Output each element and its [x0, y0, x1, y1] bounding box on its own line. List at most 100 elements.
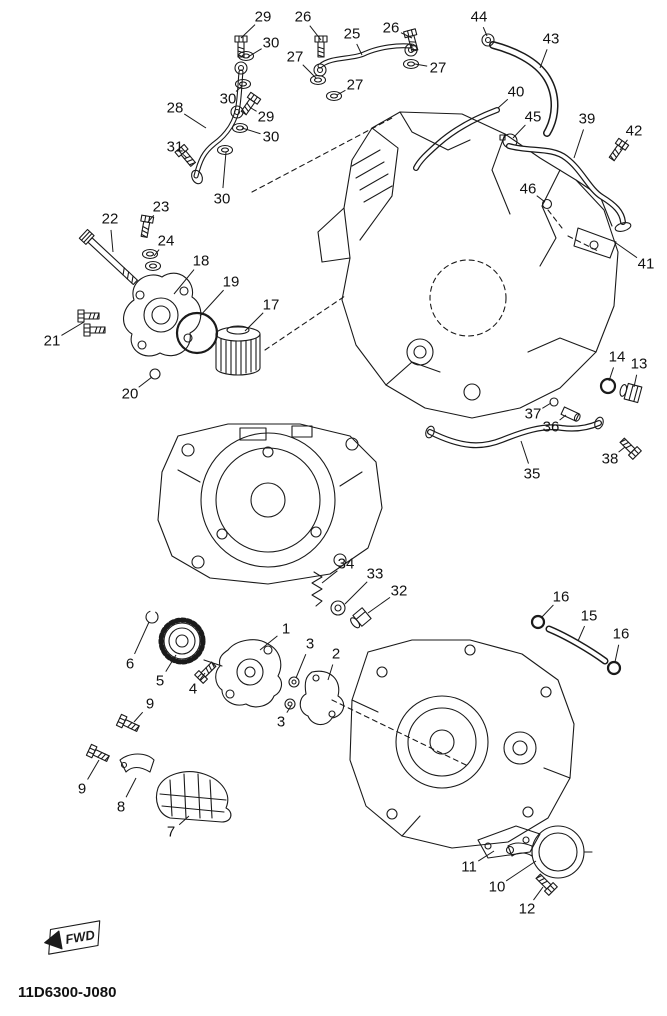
leader-line-40	[497, 98, 509, 109]
leader-line-43	[539, 49, 548, 69]
callout-label-32: 32	[390, 582, 408, 600]
breather-pipe-39	[506, 143, 632, 232]
callout-label-11: 11	[461, 858, 477, 876]
leader-line-5	[165, 654, 177, 672]
leader-line-30	[235, 85, 243, 92]
breather-pipe-40	[413, 107, 500, 171]
leader-line-13	[633, 374, 638, 388]
o-ring-46	[541, 198, 553, 210]
callout-label-37: 37	[524, 405, 542, 423]
leader-line-21	[61, 321, 85, 336]
leader-line-42	[619, 139, 628, 151]
spring-34	[311, 571, 323, 607]
callout-label-6: 6	[125, 655, 135, 673]
fwd-marker: FWD	[44, 920, 101, 955]
callout-label-44: 44	[470, 8, 488, 26]
leader-line-23	[147, 214, 155, 223]
callout-label-30: 30	[213, 190, 231, 208]
leader-line-7	[178, 815, 190, 826]
baffle-plate-8	[119, 753, 155, 773]
leader-line-26	[309, 25, 322, 41]
callout-label-41: 41	[637, 255, 655, 273]
leader-line-18	[173, 269, 195, 295]
o-ring-16-left	[530, 614, 546, 630]
leader-line-32	[367, 596, 391, 614]
leader-line-45	[512, 124, 526, 139]
callout-label-22: 22	[101, 210, 119, 228]
callout-label-5: 5	[155, 672, 165, 690]
breather-hose-43	[489, 41, 559, 137]
leader-line-20	[138, 376, 153, 388]
leader-line-41	[615, 242, 638, 259]
callout-label-30: 30	[219, 90, 237, 108]
callout-label-27: 27	[286, 48, 304, 66]
leader-line-1	[259, 635, 278, 651]
callout-label-1: 1	[281, 620, 291, 638]
leader-line-22	[110, 229, 114, 253]
leader-line-17	[244, 312, 264, 332]
fwd-label: FWD	[64, 927, 96, 947]
leader-line-9	[133, 711, 144, 723]
plug-13	[619, 382, 643, 404]
callout-label-15: 15	[580, 607, 598, 625]
leader-line-30	[247, 48, 262, 58]
leader-line-16	[540, 604, 554, 619]
strainer-plate-11	[477, 825, 541, 859]
callout-label-43: 43	[542, 30, 560, 48]
callout-label-34: 34	[337, 555, 355, 573]
callout-label-27: 27	[346, 76, 364, 94]
callout-label-40: 40	[507, 83, 525, 101]
callout-label-30: 30	[262, 128, 280, 146]
engine-block	[317, 111, 619, 419]
valve-plug-32	[350, 607, 372, 629]
oil-pipe-28	[191, 61, 248, 185]
callout-label-26: 26	[294, 8, 312, 26]
leader-line-6	[134, 621, 150, 655]
leader-line-25	[356, 43, 363, 56]
callout-label-13: 13	[630, 355, 648, 373]
callout-label-18: 18	[192, 252, 210, 270]
leader-line-36	[559, 414, 567, 421]
callout-label-35: 35	[523, 465, 541, 483]
leader-line-27	[336, 89, 346, 96]
dowel-pin-37	[549, 397, 559, 407]
o-ring-16-right	[606, 660, 622, 676]
o-ring-20	[149, 368, 161, 380]
crankcase-lower-half	[349, 639, 575, 849]
leader-line-46	[536, 195, 546, 203]
callout-label-46: 46	[519, 180, 537, 198]
leader-line-14	[608, 367, 614, 382]
callout-label-39: 39	[578, 110, 596, 128]
pump-cover-bolts	[77, 214, 162, 337]
callout-label-36: 36	[542, 418, 560, 436]
leader-line-38	[618, 446, 626, 453]
callout-label-16: 16	[552, 588, 570, 606]
callout-label-38: 38	[601, 450, 619, 468]
leader-line-19	[199, 289, 224, 317]
leader-line-33	[344, 581, 368, 605]
callout-label-9: 9	[145, 695, 155, 713]
hose-joint-44	[481, 33, 495, 47]
circlip-6	[145, 610, 159, 624]
callout-label-14: 14	[608, 348, 626, 366]
dowel-pins-3	[284, 676, 300, 710]
pump-gasket-2	[299, 670, 345, 726]
callout-label-16: 16	[612, 625, 630, 643]
crankcase-upper-half	[157, 423, 383, 585]
bolt-22	[78, 228, 138, 286]
leader-line-3	[286, 705, 292, 713]
callout-label-20: 20	[121, 385, 139, 403]
callout-label-3: 3	[276, 713, 286, 731]
callout-label-28: 28	[166, 99, 184, 117]
callout-label-27: 27	[429, 59, 447, 77]
leader-line-16	[614, 644, 620, 663]
oil-pipe-15	[545, 625, 609, 665]
callout-label-10: 10	[488, 878, 506, 896]
callout-label-4: 4	[188, 680, 198, 698]
leader-line-4	[199, 672, 206, 681]
callout-label-30: 30	[262, 34, 280, 52]
leader-line-2	[327, 664, 334, 681]
callout-label-7: 7	[166, 823, 176, 841]
